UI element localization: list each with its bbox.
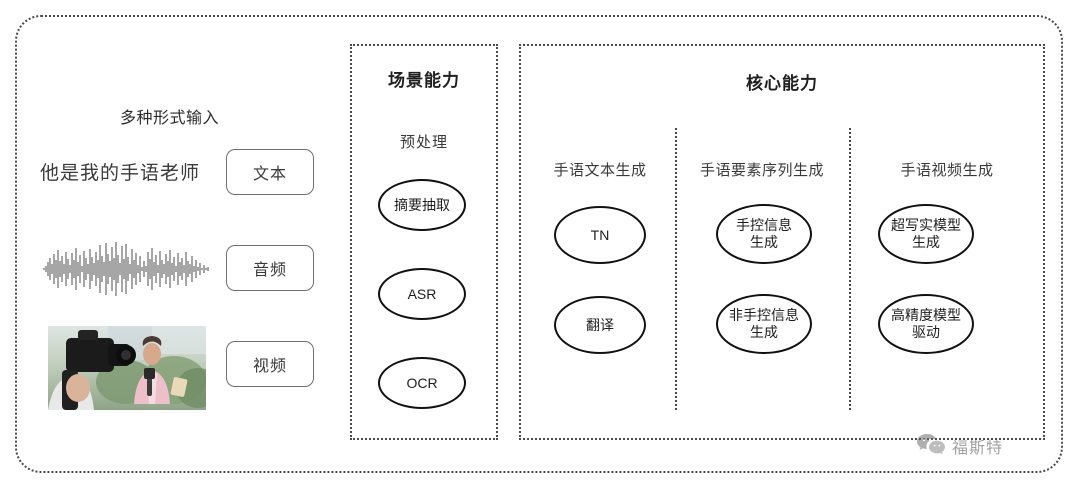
node-label: ASR [407,285,437,302]
core-column-header-sign-text-generation: 手语文本生成 [553,162,647,179]
node-photorealistic-model-generation[interactable]: 超写实模型生成 [878,204,974,264]
outer-dotted-frame [15,15,1063,473]
sample-sentence-text: 他是我的手语老师 [40,163,201,184]
wechat-icon [916,432,946,459]
node-non-manual-information-generation[interactable]: 非手控信息生成 [716,294,812,354]
node-label: OCR [406,374,438,391]
column-divider-1 [675,128,677,410]
modality-button-text[interactable]: 文本 [226,149,314,195]
column-divider-2 [849,128,851,410]
node-ocr[interactable]: OCR [378,357,466,409]
modality-button-video[interactable]: 视频 [226,341,314,387]
node-label: 超写实模型生成 [891,217,961,250]
node-label: 非手控信息生成 [729,307,799,340]
node-label: 手控信息生成 [736,217,792,250]
core-capability-title: 核心能力 [746,74,818,93]
scene-capability-panel [350,44,498,440]
node-summary-extraction[interactable]: 摘要抽取 [378,179,466,231]
modality-label-video: 视频 [252,358,287,375]
scene-capability-subtitle: 预处理 [399,134,448,151]
video-thumbnail [48,326,206,410]
watermark-brand-text: 福斯特 [952,439,1004,457]
watermark: 福斯特 [916,432,1003,459]
node-translation[interactable]: 翻译 [554,296,646,354]
core-column-header-sign-video-generation: 手语视频生成 [900,162,994,179]
core-capability-panel [519,44,1045,440]
node-label: 摘要抽取 [394,196,450,213]
node-manual-information-generation[interactable]: 手控信息生成 [716,204,812,264]
node-asr[interactable]: ASR [378,268,466,320]
audio-waveform [42,240,212,298]
node-high-precision-model-driving[interactable]: 高精度模型驱动 [878,294,974,354]
modality-label-audio: 音频 [252,262,287,279]
node-label: 高精度模型驱动 [891,307,961,340]
modality-button-audio[interactable]: 音频 [226,245,314,291]
node-tn[interactable]: TN [554,206,646,264]
modality-label-text: 文本 [252,166,287,183]
multi-input-header-label: 多种形式输入 [120,110,220,127]
core-column-header-sign-element-sequence-generation: 手语要素序列生成 [699,162,824,179]
node-label: 翻译 [586,316,614,333]
scene-capability-title: 场景能力 [388,71,460,90]
node-label: TN [590,226,610,243]
